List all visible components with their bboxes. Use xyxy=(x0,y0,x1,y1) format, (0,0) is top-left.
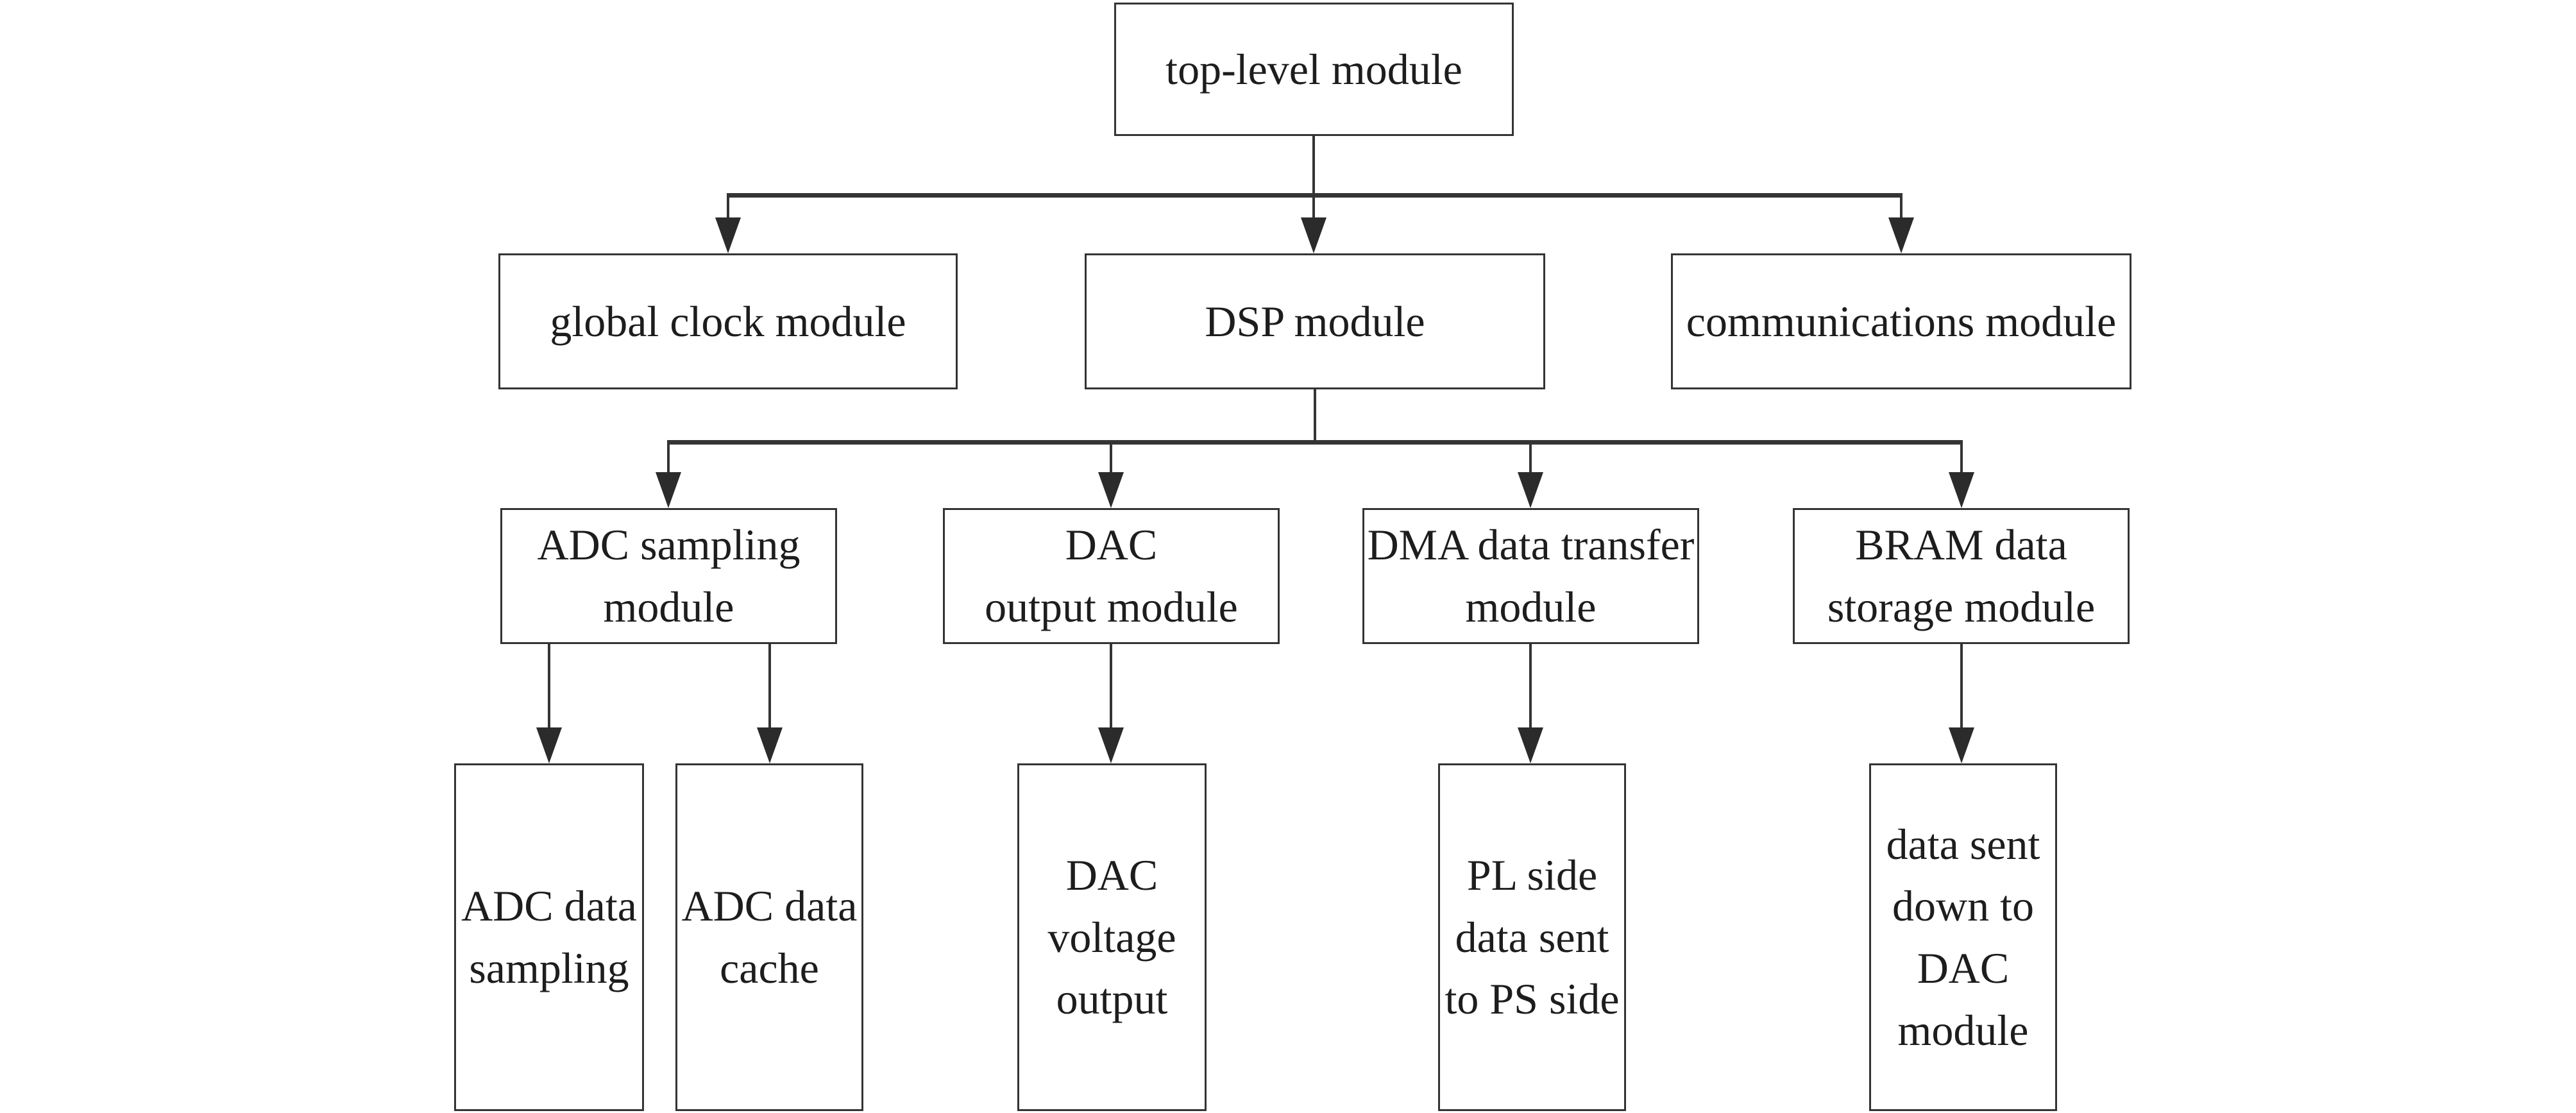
node-label: module xyxy=(1465,582,1597,631)
node-label: global clock module xyxy=(550,296,906,346)
edge-to-data-to-dac-line xyxy=(1960,644,1963,729)
node-label: DSP module xyxy=(1205,296,1425,346)
node-label: data sent xyxy=(1886,819,2040,869)
node-label: module xyxy=(1897,1005,2029,1055)
flowchart-node-dma-data-transfer-module: DMA data transfer module xyxy=(1362,508,1699,644)
node-label: to PS side xyxy=(1445,974,1620,1024)
edge-top-level-stem-line xyxy=(1312,136,1315,219)
node-label: DAC xyxy=(1065,851,1158,900)
edge-to-dma-transfer-line xyxy=(1529,443,1532,474)
arrowhead-down-icon-dsp xyxy=(1301,217,1326,253)
node-label: ADC data xyxy=(461,881,637,931)
node-label: BRAM data xyxy=(1855,520,2067,570)
node-label: voltage xyxy=(1047,912,1176,962)
node-label: PL side xyxy=(1466,851,1598,900)
edge-to-adc-sampling-line xyxy=(667,443,670,474)
node-label: sampling xyxy=(469,944,629,992)
arrowhead-down-icon-adc-data-cache xyxy=(757,727,783,763)
arrowhead-down-icon-dac-voltage-output xyxy=(1098,727,1124,763)
flowchart-node-adc-data-sampling: ADC data sampling xyxy=(454,763,644,1111)
node-label: ADC data xyxy=(681,881,858,931)
arrowhead-down-icon-communications xyxy=(1888,217,1914,253)
edge-to-pl-to-ps-line xyxy=(1529,644,1532,729)
arrowhead-down-icon-dma-transfer xyxy=(1518,472,1543,508)
node-label: output xyxy=(1056,974,1168,1024)
arrowhead-down-icon-data-to-dac xyxy=(1949,727,1974,763)
flowchart-node-communications-module: communications module xyxy=(1671,253,2131,389)
flowchart-node-dac-output-module: DAC output module xyxy=(943,508,1280,644)
edge-to-global-clock-line xyxy=(727,196,729,219)
node-label: ADC sampling xyxy=(537,520,801,570)
node-label: down to xyxy=(1892,881,2034,931)
arrowhead-down-icon-pl-to-ps xyxy=(1518,727,1543,763)
node-label: output module xyxy=(985,582,1238,631)
node-label: communications module xyxy=(1686,296,2117,346)
flowchart-node-global-clock-module: global clock module xyxy=(498,253,958,389)
edge-dsp-stem-line xyxy=(1314,389,1316,445)
flowchart-node-pl-side-data-sent-to-ps-side: PL side data sent to PS side xyxy=(1438,763,1626,1111)
edge-to-dac-voltage-output-line xyxy=(1110,644,1112,729)
flowchart-node-dac-voltage-output: DAC voltage output xyxy=(1017,763,1207,1111)
edge-to-bram-storage-line xyxy=(1960,443,1963,474)
node-label: DAC xyxy=(1917,944,2010,992)
flowchart-node-bram-data-storage-module: BRAM data storage module xyxy=(1793,508,2130,644)
arrowhead-down-icon-adc-sampling xyxy=(656,472,681,508)
flowchart-node-dsp-module: DSP module xyxy=(1085,253,1545,389)
edge-to-communications-line xyxy=(1900,196,1902,219)
node-label: module xyxy=(603,582,734,631)
node-label: DAC xyxy=(1065,520,1158,570)
flowchart-node-adc-sampling-module: ADC sampling module xyxy=(500,508,837,644)
edge-level2-bus-line xyxy=(727,193,1902,198)
flowchart-node-top-level-module: top-level module xyxy=(1114,3,1514,136)
flowchart-node-adc-data-cache: ADC data cache xyxy=(675,763,863,1111)
arrowhead-down-icon-bram-storage xyxy=(1949,472,1974,508)
arrowhead-down-icon-global-clock xyxy=(715,217,741,253)
node-label: storage module xyxy=(1827,582,2096,631)
edge-to-adc-data-cache-line xyxy=(768,644,771,729)
edge-level3-bus-line xyxy=(667,440,1963,445)
node-label: cache xyxy=(720,944,819,992)
flowchart-node-data-sent-down-to-dac-module: data sent down to DAC module xyxy=(1869,763,2057,1111)
node-label: data sent xyxy=(1455,912,1609,962)
arrowhead-down-icon-adc-data-sampling xyxy=(536,727,562,763)
edge-to-dac-output-line xyxy=(1110,443,1112,474)
node-label: DMA data transfer xyxy=(1367,520,1695,570)
edge-to-adc-data-sampling-line xyxy=(548,644,550,729)
arrowhead-down-icon-dac-output xyxy=(1098,472,1124,508)
node-label: top-level module xyxy=(1165,44,1462,94)
